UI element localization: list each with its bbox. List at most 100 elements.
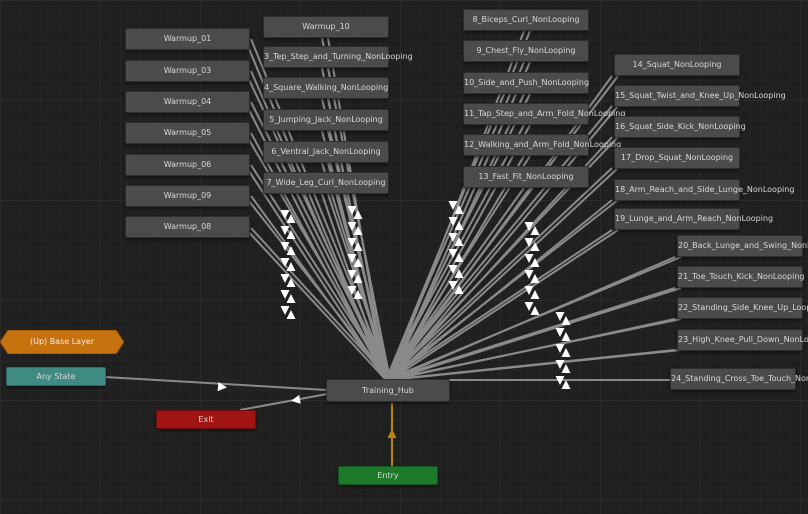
transition-arrows-layer [217,201,571,438]
state-warmup-08[interactable]: Warmup_08 [125,216,250,238]
layer-shape [0,330,124,354]
state-14-squat[interactable]: 14_Squat_NonLooping [614,54,740,76]
transition-arrow-exit [291,394,301,404]
transition-arrow-in-10 [347,254,357,263]
transition-arrow-in-4 [280,274,290,283]
state-10-side-and-push[interactable]: 10_Side_and_Push_NonLooping [463,72,589,94]
transition-arrow-out-15 [454,237,464,246]
state-warmup-06[interactable]: Warmup_06 [125,154,250,176]
transition-from-hub-22[interactable] [389,167,619,381]
transition-arrow-out-9 [353,242,363,251]
transition-any-state-to-hub[interactable] [104,376,328,391]
transition-to-hub-6[interactable] [244,227,387,381]
state-8-biceps-curl[interactable]: 8_Biceps_Curl_NonLooping [463,9,589,31]
transition-to-hub-22[interactable] [385,167,613,381]
transition-from-hub-25[interactable] [389,256,676,381]
state-warmup-01[interactable]: Warmup_01 [125,28,250,50]
transition-arrow-out-18 [454,285,464,294]
state-warmup-09[interactable]: Warmup_09 [125,185,250,207]
state-20-back-lunge-and-swing[interactable]: 20_Back_Lunge_and_Swing_NonLooping [677,235,808,257]
state-warmup-04[interactable]: Warmup_04 [125,91,250,113]
state-15-squat-twist-and-knee-up[interactable]: 15_Squat_Twist_and_Knee_Up_NonLooping [614,85,786,107]
transition-arrow-in-26 [555,328,565,337]
transition-from-hub-6[interactable] [250,227,391,381]
state-11-tap-step-and-arm-fold[interactable]: 11_Tap_Step_and_Arm_Fold_NonLooping [463,103,625,125]
state-7-wide-leg-curl[interactable]: 7_Wide_Leg_Curl_NonLooping [263,172,389,194]
transition-from-hub-23[interactable] [389,199,613,381]
state-23-high-knee-pull-down[interactable]: 23_High_Knee_Pull_Down_NonLooping [677,329,808,351]
entry-node[interactable]: Entry [338,466,438,485]
transition-arrow-out-12 [353,290,363,299]
transition-to-hub-26[interactable] [385,287,676,381]
transition-from-hub-27[interactable] [389,318,676,381]
state-17-drop-squat[interactable]: 17_Drop_Squat_NonLooping [614,147,740,169]
transition-arrow-in-15 [448,233,458,242]
transition-arrow-out-23 [530,290,540,299]
state-21-toe-touch-kick[interactable]: 21_Toe_Touch_Kick_NonLooping [677,266,805,288]
state-18-arm-reach-and-side-lunge[interactable]: 18_Arm_Reach_and_Side_Lunge_NonLooping [614,179,794,201]
state-9-chest-fly[interactable]: 9_Chest_Fly_NonLooping [463,40,589,62]
state-19-lunge-and-arm-reach[interactable]: 19_Lunge_and_Arm_Reach_NonLooping [614,208,773,230]
layer-label: (Up) Base Layer [29,337,95,346]
state-16-squat-side-kick[interactable]: 16_Squat_Side_Kick_NonLooping [614,116,746,138]
state-warmup-03[interactable]: Warmup_03 [125,60,250,82]
transition-arrow-out-24 [530,306,540,315]
state-4-square-walking[interactable]: 4_Square_Walking_NonLooping [263,77,389,99]
transition-arrow-out-20 [530,242,540,251]
transition-arrow-out-17 [454,269,464,278]
transition-arrow-in-6 [280,306,290,315]
transition-arrow-out-21 [530,258,540,267]
state-6-ventral-jack[interactable]: 6_Ventral_Jack_NonLooping [263,141,389,163]
transition-arrow-out-0 [286,214,296,223]
state-5-jumping-jack[interactable]: 5_Jumping_Jack_NonLooping [263,109,389,131]
state-22-standing-side-knee-up[interactable]: 22_Standing_Side_Knee_Up_Looping [677,297,808,319]
transition-arrow-in-24 [524,302,534,311]
transition-arrow-in-23 [524,286,534,295]
transition-arrow-out-22 [530,274,540,283]
transition-arrow-in-9 [347,238,357,247]
state-warmup-05[interactable]: Warmup_05 [125,122,250,144]
transition-arrow-in-16 [448,249,458,258]
transition-arrow-in-25 [555,312,565,321]
transition-arrow-in-3 [280,258,290,267]
transition-arrow-out-6 [286,310,296,319]
transition-from-hub-3[interactable] [244,132,391,381]
transition-arrow-in-20 [524,238,534,247]
transition-from-hub-5[interactable] [244,195,391,381]
transition-arrow-out-3 [286,262,296,271]
transition-hub-to-exit[interactable] [239,393,328,411]
transition-arrow-out-2 [286,246,296,255]
transition-from-hub-28[interactable] [389,349,682,381]
transition-arrow-out-25 [561,316,571,325]
transition-arrow-in-0 [280,210,290,219]
transition-arrow-in-21 [524,254,534,263]
exit-node[interactable]: Exit [156,410,256,429]
layer-button-base-layer[interactable]: (Up) Base Layer [0,330,124,354]
state-warmup-10[interactable]: Warmup_10 [263,16,389,38]
transition-arrow-out-27 [561,348,571,357]
transition-arrow-out-14 [454,221,464,230]
transition-from-hub-26[interactable] [389,287,682,381]
transition-arrow-in-28 [555,360,565,369]
transition-from-hub-24[interactable] [389,229,619,381]
state-24-standing-cross-toe-touch[interactable]: 24_Standing_Cross_Toe_Touch_NonLooping [670,368,808,390]
transition-arrow-in-19 [524,222,534,231]
transition-arrow-out-7 [353,210,363,219]
transition-to-hub-24[interactable] [385,229,613,381]
transition-arrow-out-1 [286,230,296,239]
training-hub-node[interactable]: Training_Hub [326,379,450,402]
transition-from-hub-12[interactable] [327,193,391,381]
state-12-walking-and-arm-fold[interactable]: 12_Walking_and_Arm_Fold_NonLooping [463,134,621,156]
state-3-tep-step-and-turning[interactable]: 3_Tep_Step_and_Turning_NonLooping [263,46,413,68]
transition-arrow-out-8 [353,226,363,235]
transition-arrow-entry [387,429,397,438]
transition-arrow-in-14 [448,217,458,226]
transition-from-hub-4[interactable] [250,164,391,381]
state-13-fast-fit[interactable]: 13_Fast_Fit_NonLooping [463,166,589,188]
transition-arrow-out-26 [561,332,571,341]
transition-arrow-out-13 [454,205,464,214]
any-state-node[interactable]: Any State [6,367,106,386]
transition-arrow-out-19 [530,226,540,235]
transition-arrow-any-state [217,382,227,392]
